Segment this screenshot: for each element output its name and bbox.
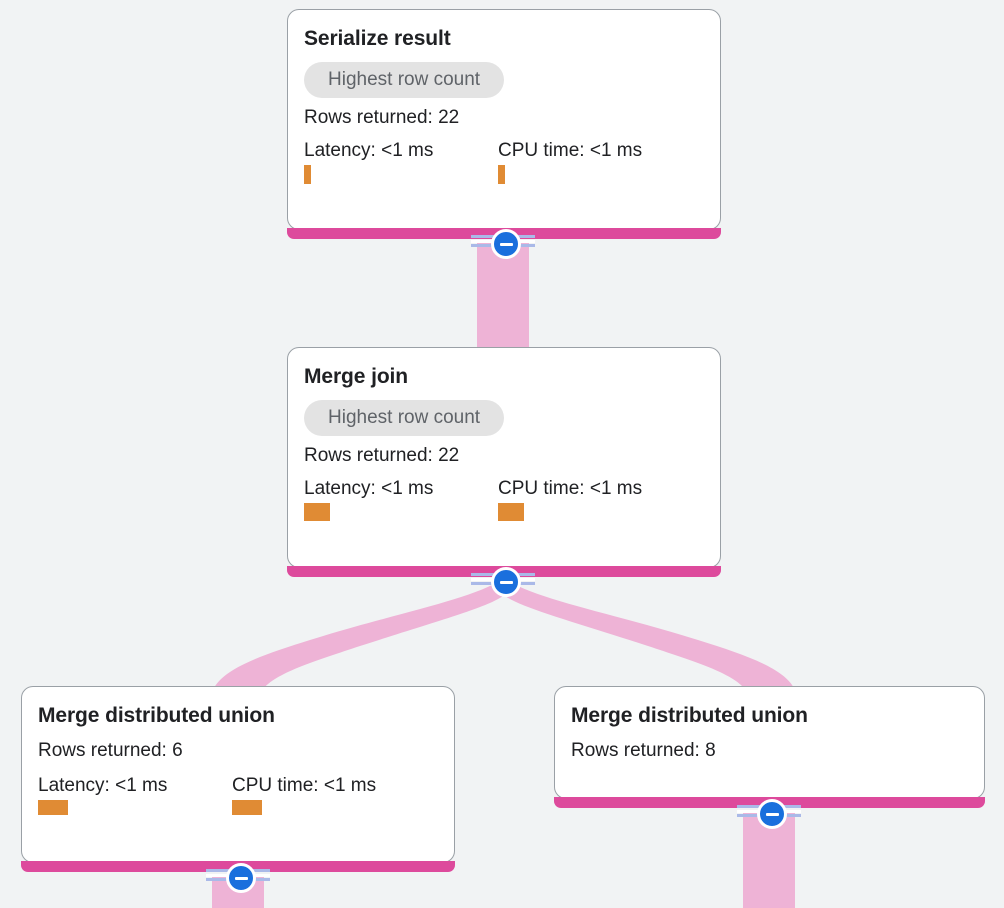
plan-node-serialize-result[interactable]: Serialize result Highest row count Rows …: [287, 9, 721, 230]
node-title: Merge join: [304, 365, 409, 388]
metric-cpu-time: CPU time: <1 ms: [498, 140, 642, 184]
node-title: Merge distributed union: [38, 704, 275, 727]
node-metrics: Latency: <1 ms CPU time: <1 ms: [304, 140, 704, 184]
minus-glyph: [765, 812, 779, 816]
node-title: Serialize result: [304, 27, 451, 50]
node-metrics: Latency: <1 ms CPU time: <1 ms: [38, 775, 438, 815]
metric-cpu-time-label: CPU time: <1 ms: [498, 478, 643, 499]
node-rows-returned: Rows returned: 6: [38, 740, 183, 761]
node-card[interactable]: Merge join Highest row count Rows return…: [287, 347, 721, 568]
node-rows-returned: Rows returned: 22: [304, 445, 460, 466]
node-card[interactable]: Merge distributed union Rows returned: 8: [554, 686, 985, 799]
edge-mergejoin-to-left-union: [214, 579, 503, 688]
metric-latency-label: Latency: <1 ms: [304, 140, 434, 161]
collapse-minus-icon[interactable]: [226, 863, 256, 893]
toggle-merge-distributed-union-left[interactable]: [206, 861, 270, 893]
metric-cpu-time-label: CPU time: <1 ms: [498, 140, 643, 161]
metric-latency: Latency: <1 ms: [38, 775, 232, 815]
metric-latency-label: Latency: <1 ms: [304, 478, 434, 499]
metric-latency-bar: [304, 165, 311, 184]
toggle-merge-join[interactable]: [471, 565, 535, 597]
node-card[interactable]: Serialize result Highest row count Rows …: [287, 9, 721, 230]
collapse-minus-icon[interactable]: [491, 567, 521, 597]
node-badge-highest-row-count: Highest row count: [304, 400, 505, 436]
metric-latency-label: Latency: <1 ms: [38, 775, 168, 796]
plan-node-merge-distributed-union-right[interactable]: Merge distributed union Rows returned: 8: [554, 686, 985, 799]
metric-cpu-time-bar: [232, 800, 262, 815]
minus-glyph: [234, 876, 248, 880]
node-badge-highest-row-count: Highest row count: [304, 62, 505, 98]
minus-glyph: [499, 580, 513, 584]
metric-cpu-time: CPU time: <1 ms: [232, 775, 376, 815]
edge-mergejoin-to-right-union: [505, 579, 794, 688]
plan-node-merge-join[interactable]: Merge join Highest row count Rows return…: [287, 347, 721, 568]
metric-cpu-time: CPU time: <1 ms: [498, 478, 642, 521]
toggle-merge-distributed-union-right[interactable]: [737, 797, 801, 829]
collapse-minus-icon[interactable]: [757, 799, 787, 829]
metric-cpu-time-label: CPU time: <1 ms: [232, 775, 377, 796]
node-metrics: Latency: <1 ms CPU time: <1 ms: [304, 478, 704, 521]
metric-latency: Latency: <1 ms: [304, 140, 498, 184]
metric-cpu-time-bar: [498, 503, 524, 521]
metric-cpu-time-bar: [498, 165, 505, 184]
node-title: Merge distributed union: [571, 704, 808, 727]
node-card[interactable]: Merge distributed union Rows returned: 6…: [21, 686, 455, 863]
metric-latency-bar: [304, 503, 330, 521]
metric-latency: Latency: <1 ms: [304, 478, 498, 521]
minus-glyph: [499, 242, 513, 246]
collapse-minus-icon[interactable]: [491, 229, 521, 259]
plan-node-merge-distributed-union-left[interactable]: Merge distributed union Rows returned: 6…: [21, 686, 455, 863]
node-rows-returned: Rows returned: 22: [304, 107, 460, 128]
toggle-serialize-result[interactable]: [471, 227, 535, 259]
node-rows-returned: Rows returned: 8: [571, 740, 716, 761]
metric-latency-bar: [38, 800, 68, 815]
